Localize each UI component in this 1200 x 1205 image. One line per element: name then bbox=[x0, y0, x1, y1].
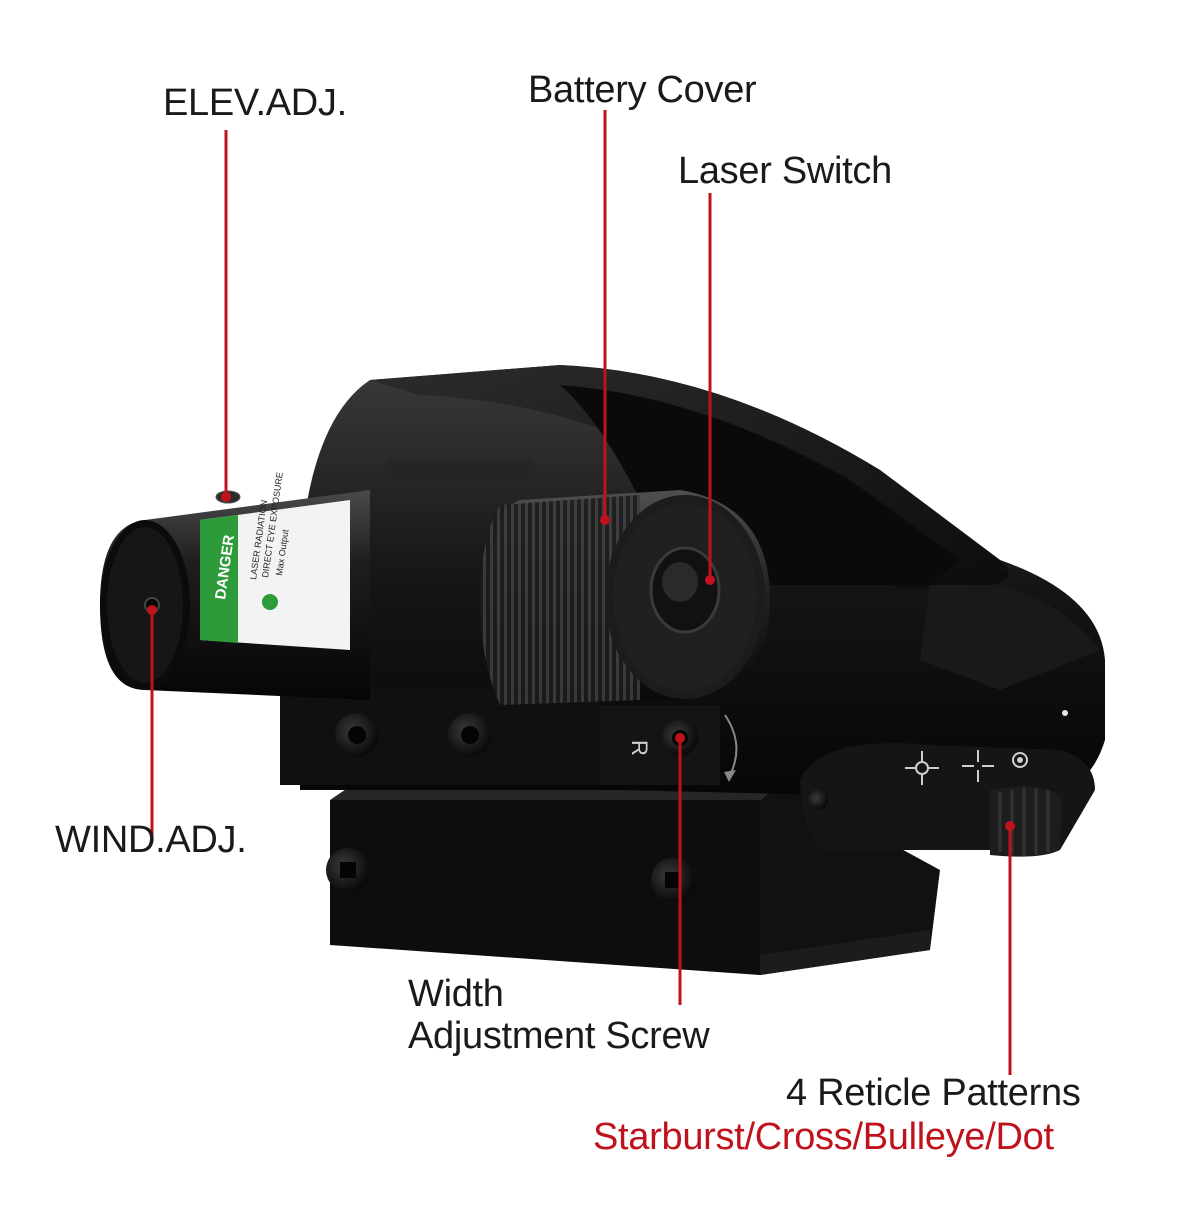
wind-adj-label: WIND.ADJ. bbox=[55, 819, 247, 861]
reticle-types-label: Starburst/Cross/Bulleye/Dot bbox=[593, 1116, 1054, 1158]
reticle-marker bbox=[1005, 821, 1015, 831]
warning-label: DANGER LASER RADIATION DIRECT EYE EXPOSU… bbox=[200, 472, 350, 650]
reticle-icons bbox=[905, 750, 1028, 785]
laser-switch[interactable] bbox=[649, 546, 721, 634]
rail-mount bbox=[326, 783, 940, 975]
elev-adj-marker bbox=[221, 492, 231, 502]
windage-mark: R bbox=[627, 740, 652, 756]
battery-cover-label: Battery Cover bbox=[528, 69, 757, 111]
width-screw-marker bbox=[675, 733, 685, 743]
bullseye-icon bbox=[1012, 752, 1028, 768]
side-screw bbox=[335, 713, 379, 757]
reticle-title-label: 4 Reticle Patterns bbox=[786, 1072, 1081, 1114]
width-screw-label-line-2: Adjustment Screw bbox=[408, 1015, 710, 1057]
mount-screw bbox=[326, 848, 370, 892]
callout-lines bbox=[147, 110, 1015, 1075]
elev-adj-label: ELEV.ADJ. bbox=[163, 82, 347, 124]
cross-icon bbox=[962, 750, 994, 782]
width-screw-label-line-1: Width bbox=[408, 973, 504, 1015]
laser-switch-marker bbox=[705, 575, 715, 585]
reticle-knob[interactable] bbox=[990, 786, 1062, 857]
battery-cover-marker bbox=[600, 515, 610, 525]
laser-switch-label: Laser Switch bbox=[678, 150, 892, 192]
battery-cover[interactable] bbox=[480, 490, 770, 705]
mount-screw bbox=[651, 858, 695, 902]
laser-module: DANGER LASER RADIATION DIRECT EYE EXPOSU… bbox=[100, 472, 770, 705]
wind-adj-marker bbox=[147, 605, 157, 615]
starburst-icon bbox=[905, 751, 939, 785]
side-screw bbox=[448, 713, 492, 757]
